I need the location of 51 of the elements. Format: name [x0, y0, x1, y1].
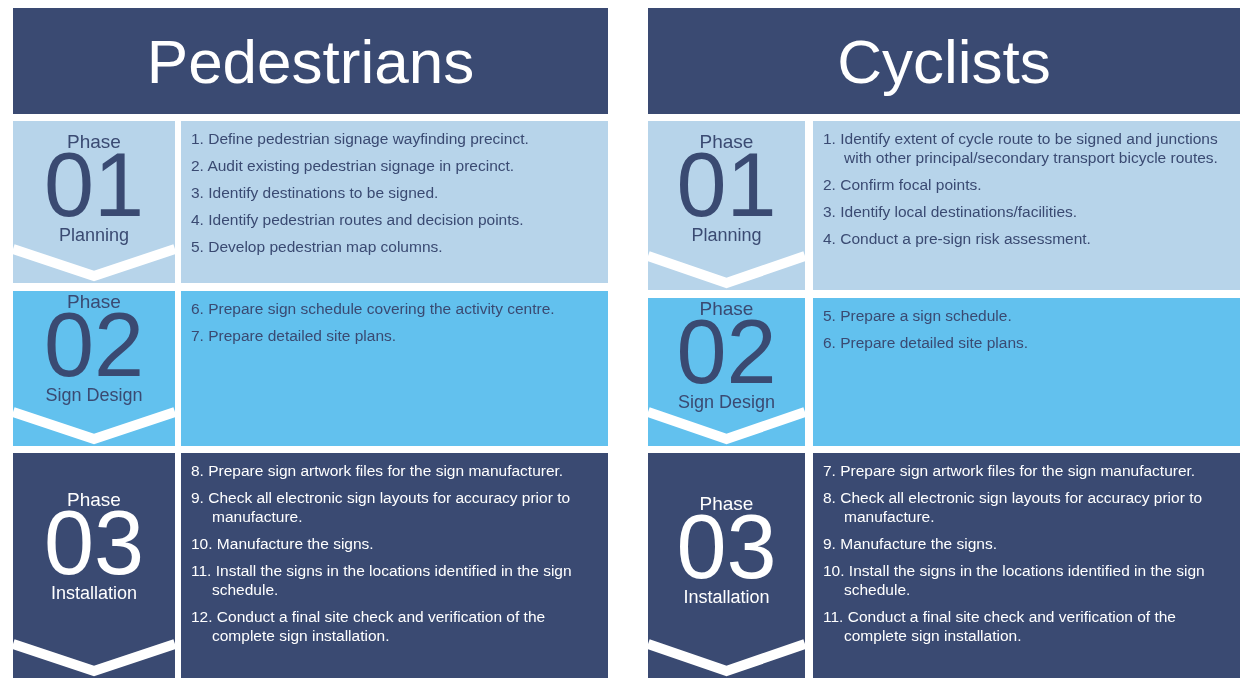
- phase-name: Sign Design: [44, 385, 144, 406]
- step-item: 6. Prepare sign schedule covering the activity centre.: [191, 299, 556, 318]
- phase-label: Phase: [699, 298, 754, 319]
- section-heading: Cyclists: [837, 25, 1051, 97]
- step-item: 8. Check all electronic sign layouts for accuracy prior to manufacture.: [823, 488, 1204, 526]
- steps-panel: [181, 121, 608, 283]
- phase-panel: [13, 453, 175, 678]
- steps-panel: [813, 453, 1240, 678]
- step-item: 5. Prepare a sign schedule.: [823, 306, 1013, 325]
- title-banner: [648, 8, 1240, 114]
- phase-panel: [648, 453, 805, 678]
- step-item: 5. Develop pedestrian map columns.: [191, 237, 444, 256]
- step-item: 9. Check all electronic sign layouts for accuracy prior to manufacture.: [191, 488, 572, 526]
- phase-panel: [648, 298, 805, 446]
- phase-name: Sign Design: [676, 392, 777, 413]
- phase-name: Planning: [690, 225, 763, 246]
- step-item: 7. Prepare detailed site plans.: [191, 326, 398, 345]
- phase-name: Installation: [682, 587, 771, 608]
- step-item: 4. Conduct a pre-sign risk assessment.: [823, 229, 1092, 248]
- step-item: 1. Identify extent of cycle route to be signed and junctions with other principal/secondary transport bicycle routes.: [823, 129, 1219, 167]
- step-item: 2. Audit existing pedestrian signage in precinct.: [191, 156, 516, 175]
- step-item: 12. Conduct a final site check and verification of the complete sign installation.: [191, 607, 547, 645]
- phase-label: Phase: [67, 131, 121, 152]
- step-item: 10. Install the signs in the locations identified in the sign schedule.: [823, 561, 1206, 599]
- phase-panel: [13, 121, 175, 283]
- step-item: 3. Identify local destinations/facilities.: [823, 202, 1079, 221]
- phase-label: Phase: [699, 131, 754, 152]
- steps-panel: [181, 291, 608, 446]
- steps-panel: [181, 453, 608, 678]
- phase-label: Phase: [67, 291, 121, 312]
- step-item: 7. Prepare sign artwork files for the sign manufacturer.: [823, 461, 1197, 480]
- step-item: 4. Identify pedestrian routes and decision points.: [191, 210, 525, 229]
- phase-name: Planning: [57, 225, 131, 246]
- step-item: 1. Define pedestrian signage wayfinding precinct.: [191, 129, 530, 148]
- phase-label: Phase: [699, 493, 754, 514]
- step-item: 3. Identify destinations to be signed.: [191, 183, 440, 202]
- step-item: 6. Prepare detailed site plans.: [823, 333, 1030, 352]
- step-item: 11. Conduct a final site check and verification of the complete sign installation.: [823, 607, 1177, 645]
- phase-panel: [648, 121, 805, 290]
- step-item: 9. Manufacture the signs.: [823, 534, 999, 553]
- steps-panel: [813, 121, 1240, 290]
- step-item: 2. Confirm focal points.: [823, 175, 983, 194]
- step-item: 10. Manufacture the signs.: [191, 534, 375, 553]
- phase-panel: [13, 291, 175, 446]
- step-item: 11. Install the signs in the locations identified in the sign schedule.: [191, 561, 573, 599]
- phase-name: Installation: [49, 583, 139, 604]
- phase-label: Phase: [67, 489, 121, 510]
- title-banner: [13, 8, 608, 114]
- step-item: 8. Prepare sign artwork files for the sign manufacturer.: [191, 461, 565, 480]
- steps-panel: [813, 298, 1240, 446]
- section-heading: Pedestrians: [146, 25, 475, 97]
